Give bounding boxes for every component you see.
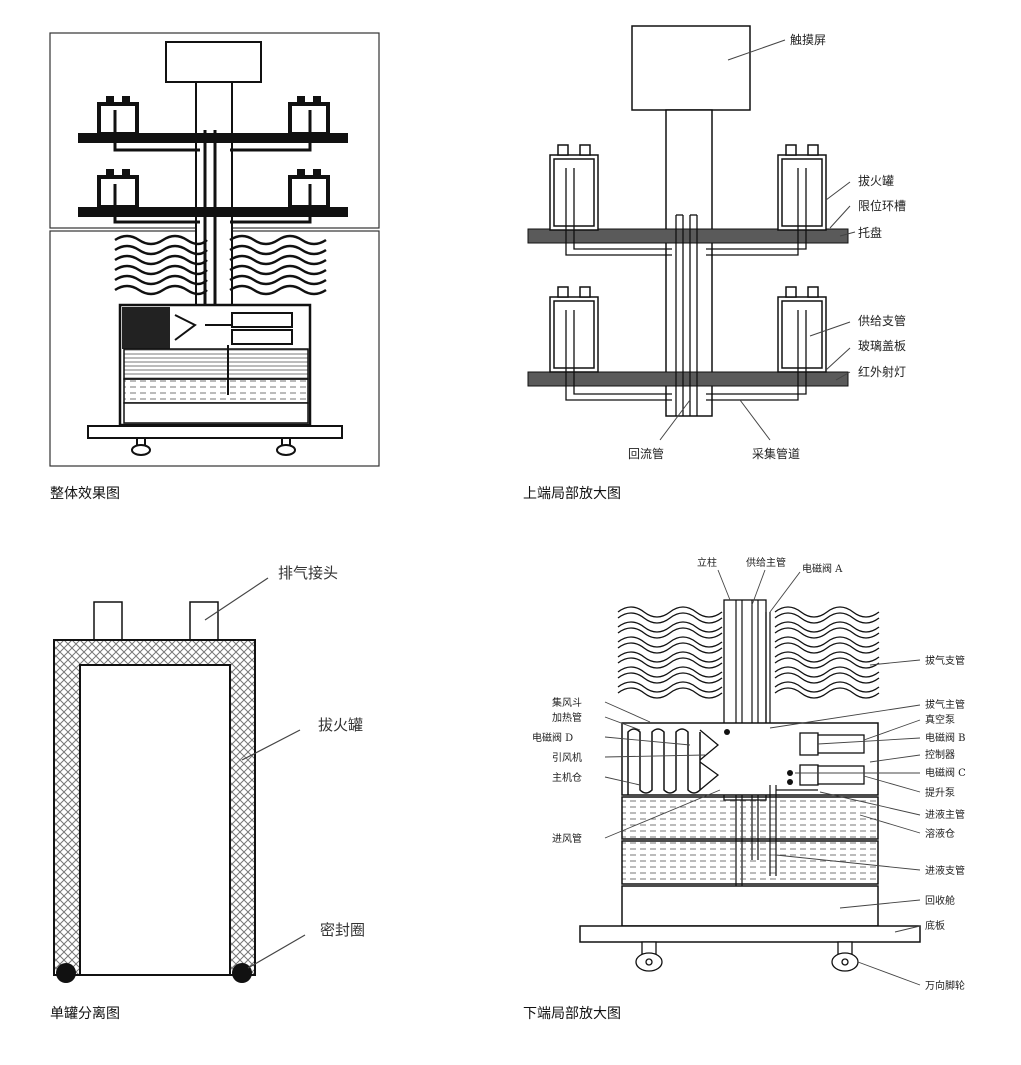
label-glass-cover: 玻璃盖板: [858, 339, 906, 353]
label-inlet-main: 进液主管: [925, 808, 965, 821]
base-plate-box: [579, 925, 921, 943]
label-touchscreen: 触摸屏: [790, 33, 826, 47]
lower-wavy-pipes: [617, 606, 880, 699]
label-hood: 集风斗: [552, 696, 582, 709]
label-seal-ring: 密封圈: [320, 921, 365, 939]
label-lift-pump: 提升泵: [925, 787, 955, 799]
label-valve-c: 电磁阀 C: [925, 766, 966, 779]
overall-panel: 整体效果图: [49, 32, 380, 502]
label-infrared-lamp: 红外射灯: [858, 364, 906, 379]
label-main-cabin: 主机仓: [552, 771, 582, 784]
label-valve-a: 电磁阀 A: [802, 562, 843, 575]
caption-lower: 下端局部放大图: [523, 1006, 621, 1022]
seal-ring-right: [232, 963, 252, 983]
label-valve-d: 电磁阀 D: [532, 731, 573, 744]
label-exhaust-joint: 排气接头: [278, 564, 338, 582]
label-recovery-tank: 回收舱: [925, 894, 955, 907]
label-supply-branch: 供给支管: [858, 313, 906, 328]
label-inlet-branch: 进液支管: [925, 864, 965, 877]
upper-panel: 触摸屏 拔火罐 限位环槽 托盘 供给支管 玻璃盖板 红外射灯 回流管 采集管道 …: [523, 25, 906, 502]
label-collect-pipe: 采集管道: [752, 446, 800, 461]
label-limit-ring: 限位环槽: [858, 198, 906, 213]
label-controller: 控制器: [925, 748, 955, 761]
label-fan: 引风机: [552, 751, 582, 764]
tray-lower: [527, 371, 849, 387]
label-valve-b: 电磁阀 B: [925, 731, 966, 744]
label-caster: 万向脚轮: [925, 979, 965, 992]
label-supply-main: 供给主管: [746, 556, 786, 569]
label-cup: 拔火罐: [858, 173, 894, 188]
label-exhaust-main: 拔气主管: [925, 698, 965, 711]
solution-tank-box: [621, 796, 879, 840]
label-tray: 托盘: [858, 225, 882, 240]
label-exhaust-branch: 拔气支管: [925, 654, 965, 667]
single-panel: 排气接头 拔火罐 密封圈 单罐分离图: [50, 564, 365, 1022]
heater-coil: [627, 728, 701, 795]
tray-upper: [527, 228, 849, 244]
lower-panel: 立柱 供给主管 电磁阀 A 拔气支管 集风斗 加热管 电磁阀 D 引风机 主机仓…: [523, 556, 966, 1022]
label-return-pipe: 回流管: [628, 446, 664, 461]
label-solution-tank: 溶液仓: [925, 827, 955, 840]
seal-ring-left: [56, 963, 76, 983]
label-column: 立柱: [697, 556, 717, 569]
label-vacuum-pump: 真空泵: [925, 713, 955, 726]
label-base-plate: 底板: [925, 919, 945, 932]
caption-overall: 整体效果图: [50, 486, 120, 502]
label-air-inlet: 进风管: [552, 832, 582, 845]
overall-wavy-pipes: [114, 234, 327, 296]
touchscreen-box: [631, 25, 751, 111]
recovery-tank-box: [621, 885, 879, 927]
label-single-cup: 拔火罐: [318, 716, 363, 734]
caption-upper: 上端局部放大图: [523, 486, 621, 502]
label-heater: 加热管: [552, 711, 582, 724]
caption-single: 单罐分离图: [50, 1005, 120, 1022]
